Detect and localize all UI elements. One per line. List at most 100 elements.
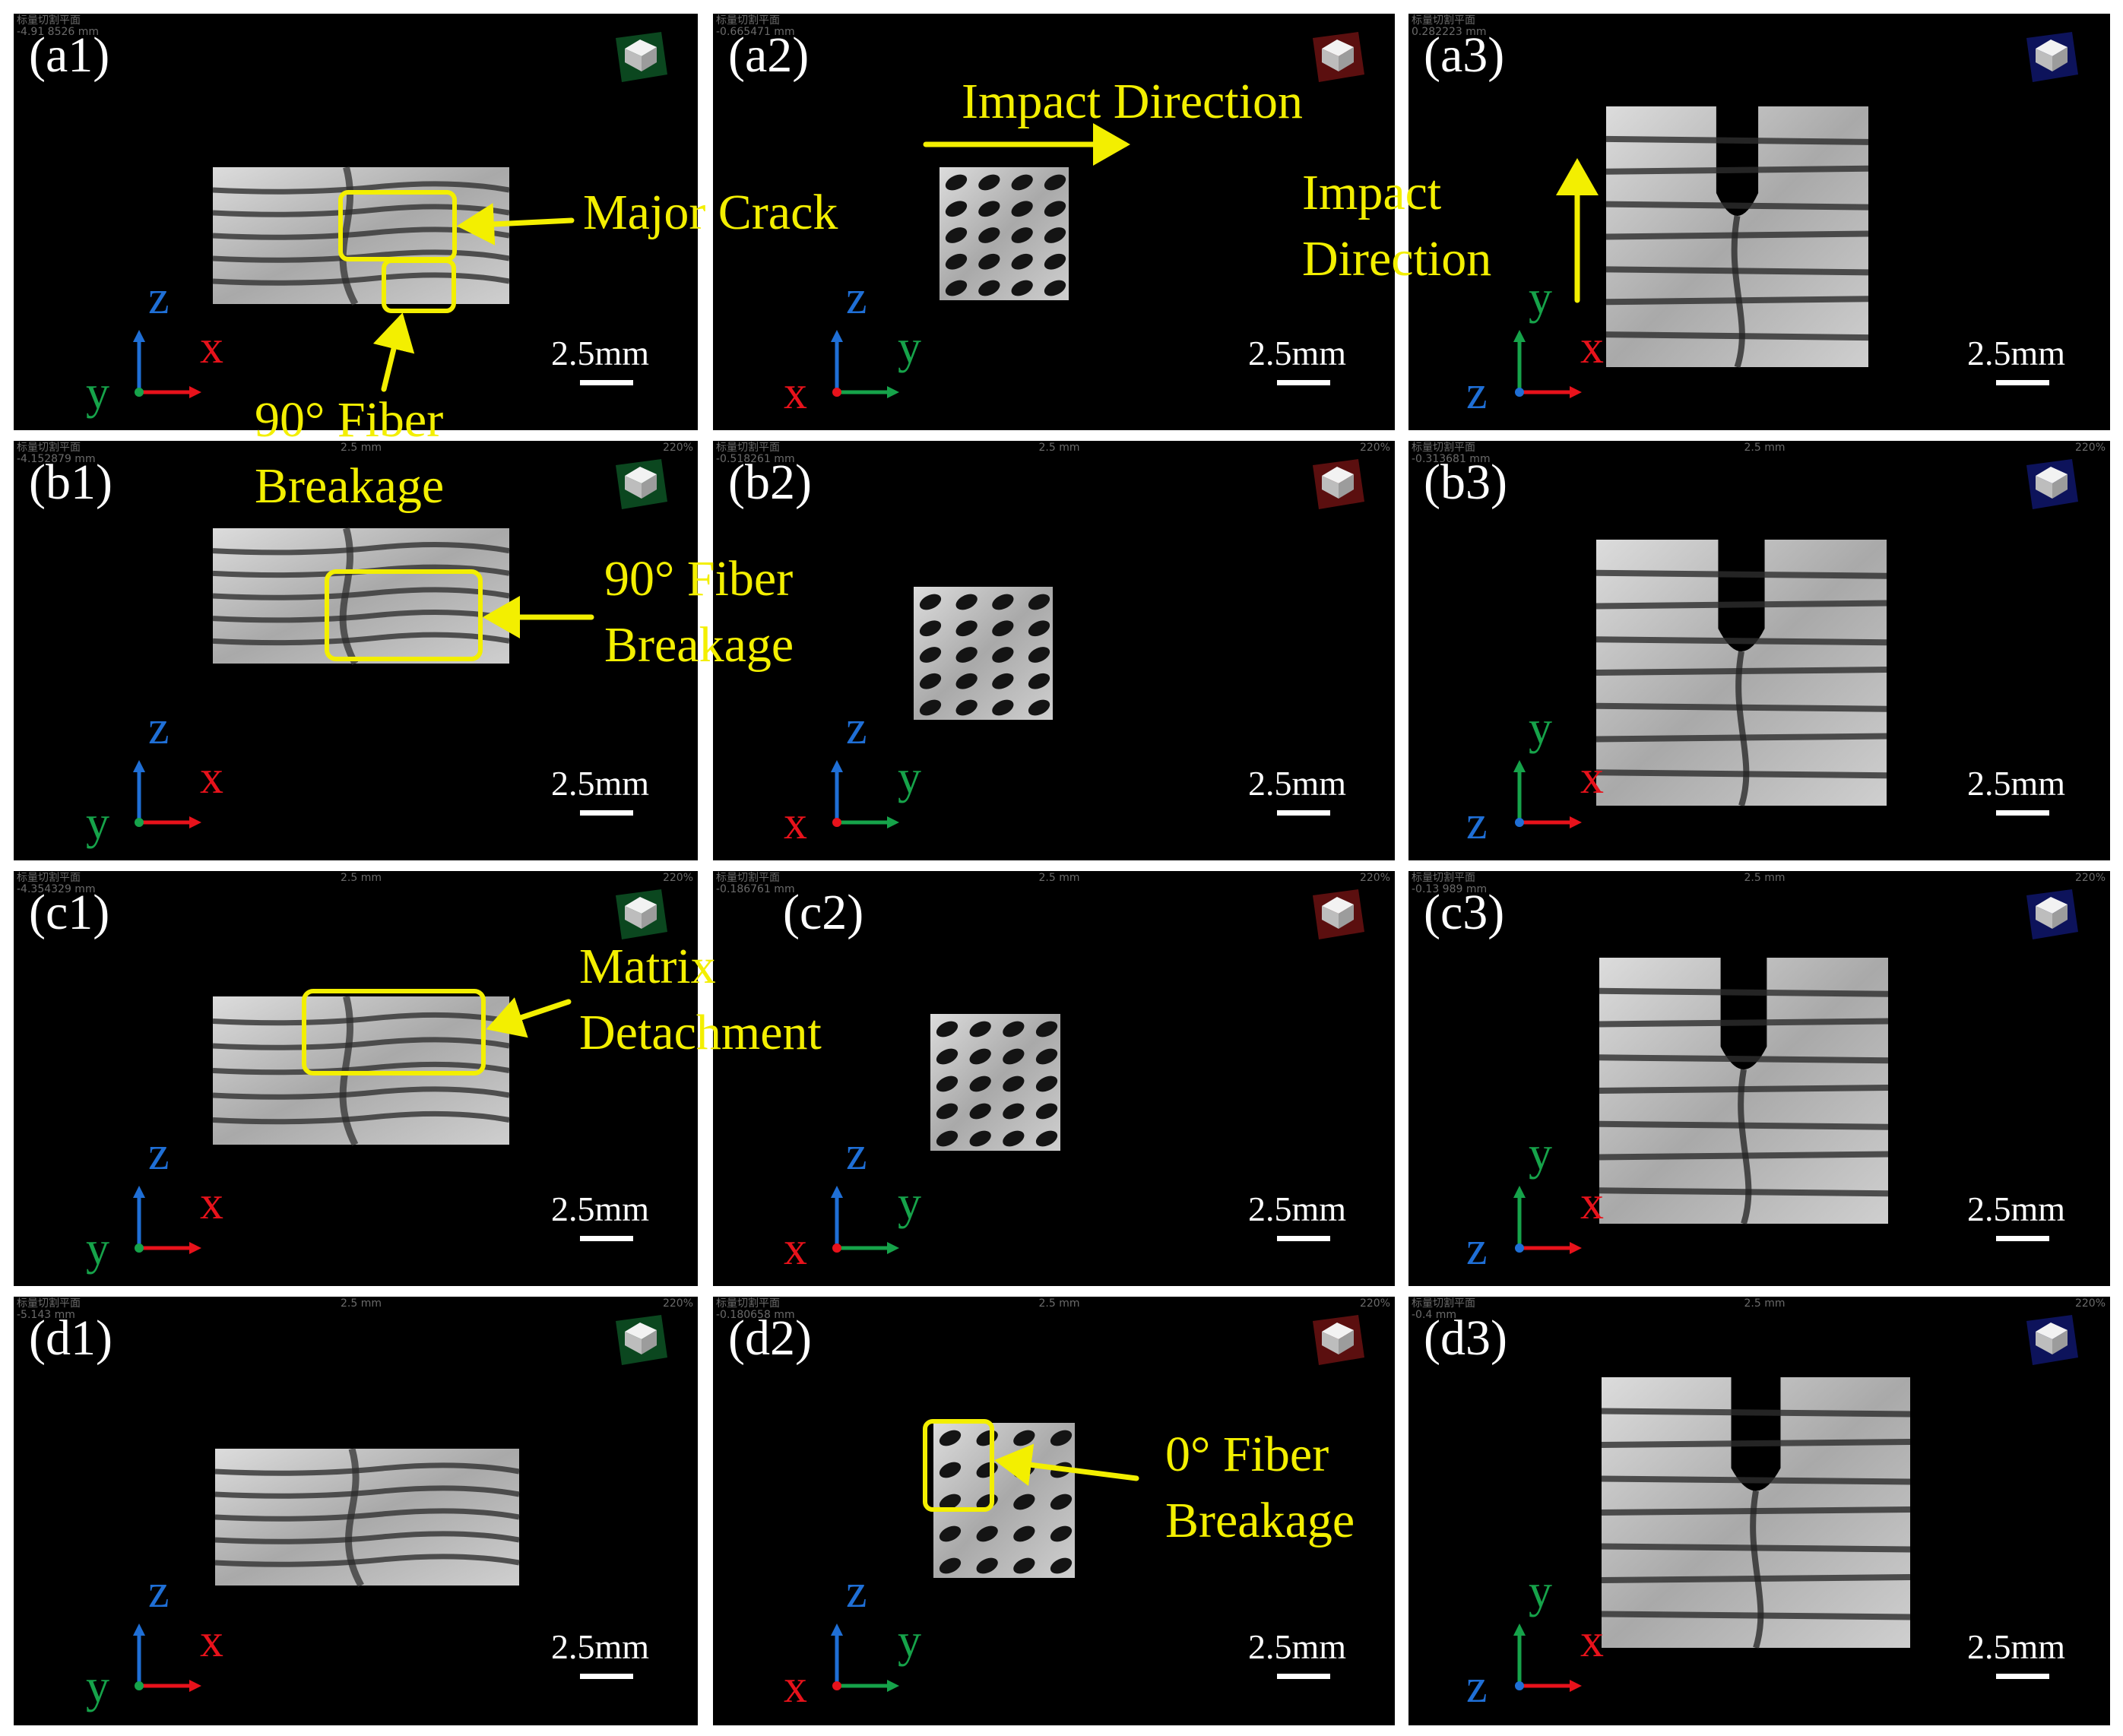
scale-bar (1277, 1674, 1330, 1679)
matrix-detachment-line-1: Matrix (579, 939, 716, 994)
panel-label: (a3) (1424, 27, 1505, 83)
fiber-breakage-0-line-1: 0° Fiber (1165, 1427, 1329, 1482)
cut-plane-title: 标量切割平面 (716, 442, 780, 454)
panel-label: (c2) (783, 885, 864, 940)
axis-label-vertical: y (1529, 272, 1552, 324)
panel-label: (d3) (1424, 1310, 1507, 1366)
panel-a3-graphics (1513, 32, 2078, 398)
cut-plane-status: 标量切割平面-0.186761 mm (716, 872, 795, 896)
ct-slice-b2 (914, 587, 1053, 720)
axis-label-vertical: z (148, 1128, 170, 1180)
panel-label: (d2) (728, 1310, 812, 1366)
viewer-ruler: 2.5 mm (1744, 442, 1786, 454)
viewer-ruler: 2.5 mm (341, 1297, 382, 1310)
ct-slice-c3 (1599, 958, 1889, 1225)
panel-label: (b2) (728, 455, 812, 510)
coordinate-axes (1513, 1186, 1582, 1254)
axis-label-horizontal: x (1580, 1177, 1604, 1229)
cut-plane-value: -0.313681 mm (1412, 453, 1491, 466)
axis-label-vertical: z (148, 1566, 170, 1617)
ct-slice-a1 (212, 166, 510, 306)
axis-label-horizontal: y (898, 752, 921, 803)
coordinate-axes (1513, 1624, 1582, 1692)
panel-label: (c3) (1424, 885, 1505, 940)
ct-slice-a3 (1605, 106, 1869, 369)
axis-label-vertical: z (846, 702, 867, 754)
zoom-level: 220% (662, 1297, 693, 1310)
axis-label-vertical: y (1529, 1566, 1552, 1617)
fiber-breakage-0-line-2: Breakage (1165, 1493, 1355, 1549)
fiber-breakage-90-b1-line-2: Breakage (604, 617, 794, 673)
scale-bar (580, 1674, 633, 1679)
cut-plane-status: 标量切割平面-0.13 989 mm (1412, 872, 1487, 896)
axis-label-out-of-plane: y (86, 1661, 109, 1712)
cut-plane-title: 标量切割平面 (1412, 442, 1475, 454)
major-crack-label: Major Crack (583, 179, 838, 246)
scale-bar (1277, 810, 1330, 816)
axis-label-out-of-plane: x (784, 367, 807, 419)
axis-label-horizontal: x (1580, 1615, 1604, 1667)
cut-plane-title: 标量切割平面 (17, 872, 81, 884)
zoom-level: 220% (662, 442, 693, 454)
ct-slice-c1 (212, 995, 510, 1147)
zoom-level: 220% (2074, 872, 2106, 884)
cut-plane-title: 标量切割平面 (17, 14, 81, 27)
axis-label-vertical: y (1529, 702, 1552, 754)
viewer-ruler: 2.5 mm (1744, 872, 1786, 884)
fiber-breakage-90-a1-line-1: 90° Fiber (255, 392, 444, 448)
cut-plane-status: 标量切割平面-4.354329 mm (17, 872, 96, 896)
viewer-ruler: 2.5 mm (341, 442, 382, 454)
zoom-level: 220% (1359, 442, 1390, 454)
cut-plane-title: 标量切割平面 (17, 1297, 81, 1310)
cut-plane-value: -0.186761 mm (716, 883, 795, 896)
ct-slice-d1 (214, 1447, 520, 1588)
ct-slice-a2 (940, 167, 1069, 300)
cut-plane-value: -0.180658 mm (716, 1309, 795, 1322)
panel-c2-graphics (831, 889, 1364, 1254)
scale-bar-label: 2.5mm (1248, 764, 1347, 803)
cut-plane-status: 标量切割平面-0.665471 mm (716, 14, 795, 39)
cut-plane-value: -5.143 mm (17, 1309, 75, 1322)
scale-bar (1996, 810, 2049, 816)
panel-b2-graphics (831, 459, 1364, 828)
axis-label-out-of-plane: z (1466, 367, 1488, 419)
orientation-cube-icon (2026, 32, 2078, 82)
panel-d3-graphics (1513, 1315, 2078, 1692)
axis-label-out-of-plane: y (86, 1223, 109, 1275)
coordinate-axes (1513, 760, 1582, 828)
zoom-level: 220% (1359, 1297, 1390, 1310)
ct-slice-c2 (930, 1014, 1060, 1151)
cut-plane-status: 标量切割平面-0.518261 mm (716, 442, 795, 466)
axis-label-out-of-plane: z (1466, 797, 1488, 849)
cut-plane-value: -0.665471 mm (716, 26, 795, 39)
zoom-level: 220% (1359, 872, 1390, 884)
axis-label-out-of-plane: y (86, 367, 109, 419)
cut-plane-value: 0.282223 mm (1412, 26, 1487, 39)
matrix-detachment-line-2: Detachment (579, 1005, 822, 1061)
scale-bar (1277, 1236, 1330, 1241)
panel-a2-graphics (831, 32, 1364, 398)
axis-label-out-of-plane: x (784, 1661, 807, 1712)
scale-bar (1996, 380, 2049, 385)
cut-plane-status: 标量切割平面-0.313681 mm (1412, 442, 1491, 466)
panel-label: (b1) (29, 455, 112, 510)
axis-label-out-of-plane: z (1466, 1661, 1488, 1712)
cut-plane-value: -0.4 mm (1412, 1309, 1457, 1322)
cut-plane-value: -4.91 8526 mm (17, 26, 100, 39)
axis-label-vertical: z (148, 702, 170, 754)
impact-direction-a3-line-2: Direction (1302, 231, 1492, 287)
axis-label-out-of-plane: x (784, 1223, 807, 1275)
cut-plane-title: 标量切割平面 (1412, 14, 1475, 27)
orientation-cube-icon (616, 889, 667, 939)
cut-plane-value: -4.152879 mm (17, 453, 96, 466)
panel-label: (a2) (728, 27, 810, 83)
